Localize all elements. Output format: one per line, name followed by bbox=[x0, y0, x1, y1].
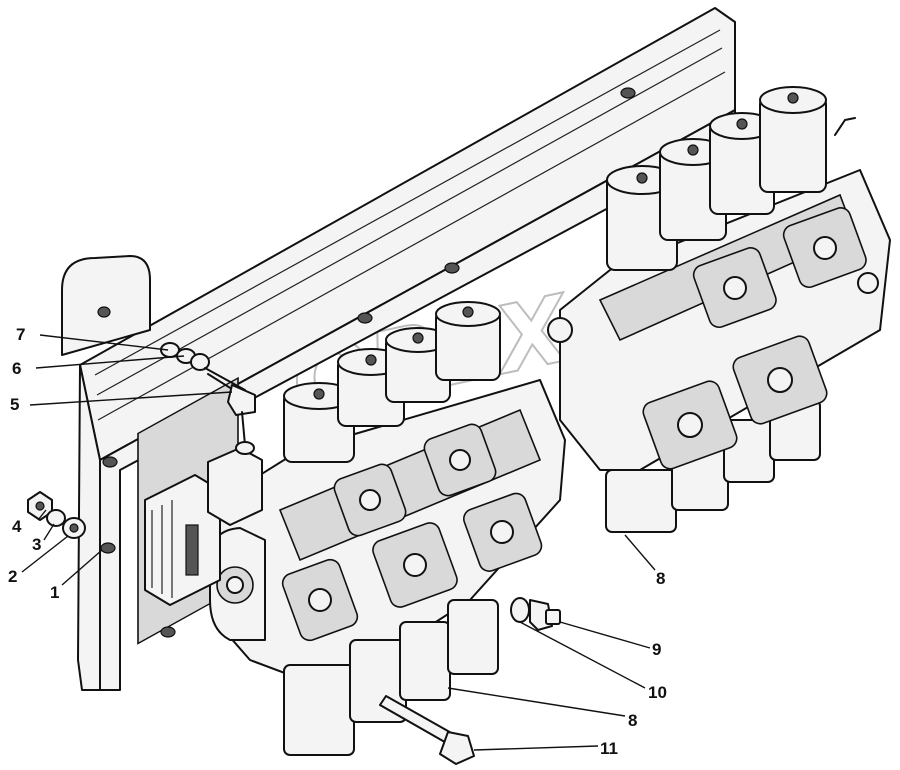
bolt-hole bbox=[160, 626, 176, 638]
washer bbox=[190, 353, 210, 371]
callout-9: 9 bbox=[652, 640, 661, 659]
callout-labels: 7 6 5 4 3 2 1 8 8 9 10 11 bbox=[8, 325, 667, 758]
wire-lead bbox=[834, 117, 856, 136]
valve-block-left bbox=[144, 301, 566, 756]
callout-6: 6 bbox=[12, 359, 21, 378]
flange-plates bbox=[642, 207, 879, 470]
fitting-assembly bbox=[160, 342, 256, 455]
solenoid-coil bbox=[759, 86, 827, 193]
callout-11: 11 bbox=[600, 739, 618, 758]
port-fitting bbox=[547, 317, 573, 343]
solenoid-coil bbox=[385, 327, 451, 403]
valve-block-right bbox=[547, 86, 891, 533]
bolt-hole bbox=[100, 542, 116, 554]
bracket-side-tab bbox=[61, 255, 151, 356]
sealing-ring bbox=[510, 597, 530, 623]
solenoid-coil bbox=[435, 301, 501, 381]
solenoid-coil bbox=[709, 112, 775, 215]
bolt bbox=[379, 695, 475, 765]
callout-1: 1 bbox=[50, 583, 59, 602]
flange-plates bbox=[281, 423, 543, 642]
lock-washer bbox=[46, 509, 66, 527]
callout-2: 2 bbox=[8, 567, 17, 586]
threaded-rod bbox=[204, 367, 246, 391]
leader-lines bbox=[21, 334, 656, 751]
callout-8-upper: 8 bbox=[656, 569, 665, 588]
callout-4: 4 bbox=[12, 517, 22, 536]
bottom-cap bbox=[283, 599, 499, 756]
callout-7: 7 bbox=[16, 325, 25, 344]
callout-3: 3 bbox=[32, 535, 41, 554]
bolt-hole bbox=[620, 87, 636, 99]
bolt-hole bbox=[357, 312, 373, 324]
callout-5: 5 bbox=[10, 395, 19, 414]
callout-10: 10 bbox=[648, 683, 667, 702]
bolt-hole bbox=[444, 262, 460, 274]
plug-fitting bbox=[510, 597, 561, 631]
banjo-fitting bbox=[227, 384, 256, 416]
bolt-hole bbox=[102, 456, 118, 468]
callout-8-lower: 8 bbox=[628, 711, 637, 730]
